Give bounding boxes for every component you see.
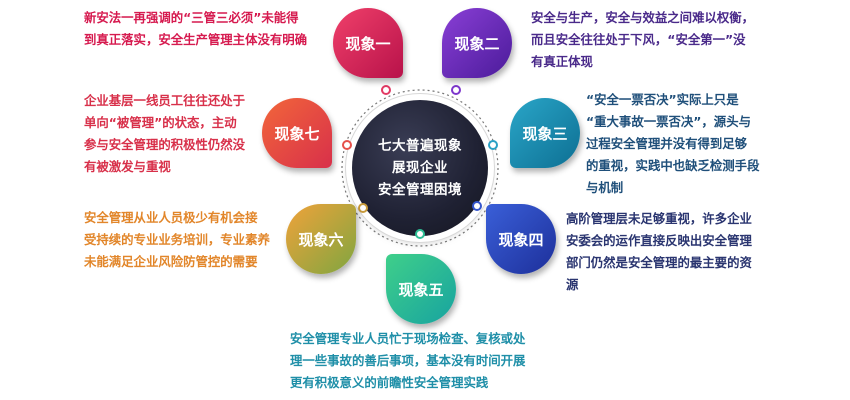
phenomenon-4-line-2: 安委会的运作直接反映出安全管理 <box>566 233 752 248</box>
phenomenon-3-line-5: 与机制 <box>586 180 624 195</box>
phenomenon-1-description: 新安法一再强调的“三管三必须”未能得 到真正落实，安全生产管理主体没有明确 <box>84 7 334 51</box>
phenomenon-1-line-2: 到真正落实，安全生产管理主体没有明确 <box>84 32 308 47</box>
phenomenon-6-line-3: 未能满足企业风险防管控的需要 <box>84 254 258 269</box>
phenomenon-7-line-4: 有被激发与重视 <box>84 159 171 174</box>
phenomenon-2-description: 安全与生产，安全与效益之间难以权衡， 而且安全往往处于下风，“安全第一”没 有真… <box>531 7 781 73</box>
ring-dot-6 <box>360 205 366 211</box>
phenomenon-7-line-3: 参与安全管理的积极性仍然没 <box>84 137 246 152</box>
phenomenon-3-bubble: 现象三 <box>510 98 580 168</box>
phenomenon-5-line-3: 更有积极意义的前瞻性安全管理实践 <box>290 375 489 390</box>
ring-dot-7 <box>344 142 350 148</box>
phenomenon-4-line-3: 部门仍然是安全管理的最主要的资 <box>566 255 752 270</box>
phenomenon-4-shape <box>486 204 556 274</box>
phenomenon-3-line-3: 过程安全管理并没有得到足够 <box>586 136 748 151</box>
phenomenon-6-bubble: 现象六 <box>286 204 356 274</box>
center-title-line-1: 七大普遍现象 <box>378 138 462 154</box>
phenomenon-2-line-3: 有真正体现 <box>531 54 593 69</box>
center-title-line-3: 安全管理困境 <box>378 182 462 198</box>
ring-dot-4 <box>474 203 480 209</box>
phenomenon-6-line-1: 安全管理从业人员极少有机会接 <box>84 210 258 225</box>
ring-dot-1 <box>383 87 389 93</box>
phenomenon-1-label: 现象一 <box>345 34 391 53</box>
phenomenon-3-label: 现象三 <box>522 124 568 143</box>
phenomenon-5-description: 安全管理专业人员忙于现场检查、复核或处 理一些事故的善后事项，基本没有时间开展 … <box>290 328 560 394</box>
phenomenon-7-line-2: 单向“被管理”的状态，主动 <box>84 115 237 130</box>
phenomenon-3-line-1: “安全一票否决”实际上只是 <box>586 92 739 107</box>
phenomenon-5-shape <box>386 254 456 324</box>
phenomenon-5-line-2: 理一些事故的善后事项，基本没有时间开展 <box>290 353 526 368</box>
phenomenon-2-bubble: 现象二 <box>442 8 512 78</box>
phenomenon-4-label: 现象四 <box>498 230 544 249</box>
ring-dot-3 <box>490 142 496 148</box>
center-title-line-2: 展现企业 <box>392 160 448 176</box>
phenomenon-2-line-1: 安全与生产，安全与效益之间难以权衡， <box>531 10 755 25</box>
phenomenon-6-shape <box>286 204 356 274</box>
phenomenon-7-shape <box>262 98 332 168</box>
phenomenon-1-shape <box>333 8 403 78</box>
phenomenon-3-shape <box>510 98 580 168</box>
phenomenon-5-label: 现象五 <box>398 280 444 299</box>
phenomenon-4-line-1: 高阶管理层未足够重视，许多企业 <box>566 211 752 226</box>
phenomenon-7-description: 企业基层一线员工往往还处于 单向“被管理”的状态，主动 参与安全管理的积极性仍然… <box>84 90 269 178</box>
phenomenon-6-description: 安全管理从业人员极少有机会接 受持续的专业业务培训，专业素养 未能满足企业风险防… <box>84 207 296 273</box>
phenomenon-7-line-1: 企业基层一线员工往往还处于 <box>84 93 246 108</box>
phenomenon-4-line-4: 源 <box>566 277 579 292</box>
phenomenon-3-description: “安全一票否决”实际上只是 “重大事故一票否决”，源头与 过程安全管理并没有得到… <box>586 89 776 199</box>
phenomenon-4-description: 高阶管理层未足够重视，许多企业 安委会的运作直接反映出安全管理 部门仍然是安全管… <box>566 208 771 296</box>
phenomenon-1-bubble: 现象一 <box>333 8 403 78</box>
phenomenon-1-line-1: 新安法一再强调的“三管三必须”未能得 <box>84 10 299 25</box>
phenomenon-2-shape <box>442 8 512 78</box>
phenomenon-3-line-4: 的重视，实践中也缺乏检测手段 <box>586 158 760 173</box>
center-circle: 七大普遍现象 展现企业 安全管理困境 <box>352 100 488 236</box>
phenomenon-3-line-2: “重大事故一票否决”，源头与 <box>586 114 751 129</box>
ring-dot-2 <box>453 87 459 93</box>
phenomenon-5-bubble: 现象五 <box>386 254 456 324</box>
phenomenon-6-line-2: 受持续的专业业务培训，专业素养 <box>84 232 270 247</box>
phenomenon-7-label: 现象七 <box>274 124 320 143</box>
phenomenon-2-line-2: 而且安全往往处于下风，“安全第一”没 <box>531 32 746 47</box>
phenomenon-7-bubble: 现象七 <box>262 98 332 168</box>
phenomenon-6-label: 现象六 <box>298 230 344 249</box>
phenomenon-2-label: 现象二 <box>454 34 500 53</box>
phenomenon-5-line-1: 安全管理专业人员忙于现场检查、复核或处 <box>290 331 526 346</box>
phenomenon-4-bubble: 现象四 <box>486 204 556 274</box>
ring-dot-5 <box>417 231 423 237</box>
